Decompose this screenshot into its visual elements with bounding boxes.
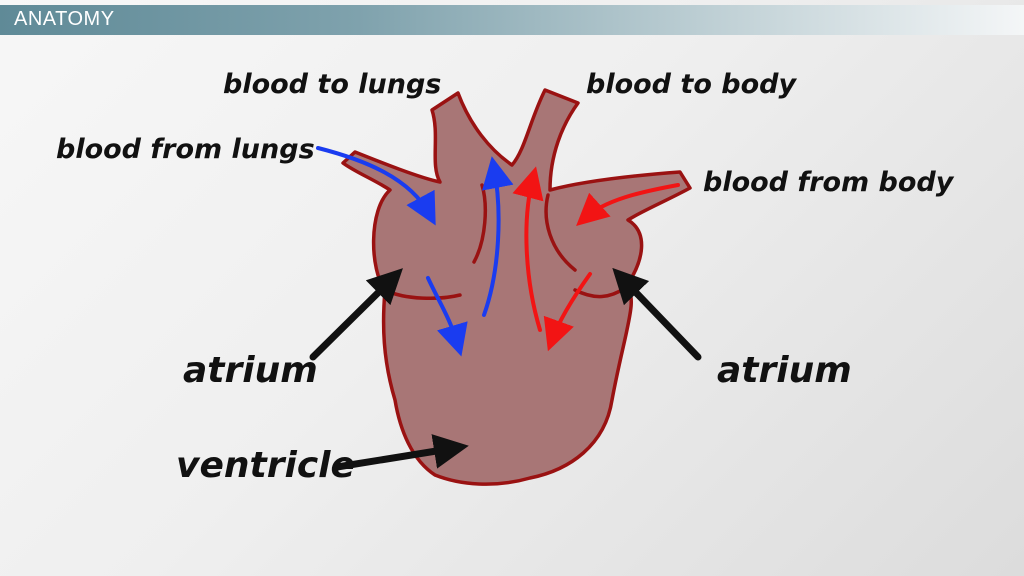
blue-arrow-inflow xyxy=(316,146,436,226)
pulmonary-trunk-wall xyxy=(472,183,488,264)
red-arrow-up-to-body xyxy=(512,166,544,332)
heart-outline xyxy=(341,88,692,486)
label-blood-from-body: blood from body xyxy=(703,167,955,198)
aorta-wall xyxy=(544,193,577,272)
red-arrow-inflow xyxy=(576,183,680,227)
label-blood-to-lungs: blood to lungs xyxy=(223,69,441,100)
pointer-left-atrium xyxy=(309,268,403,361)
heart-shape xyxy=(341,88,692,486)
pointer-arrows xyxy=(309,267,702,471)
title-bar: ANATOMY xyxy=(0,5,1024,35)
slide-title: ANATOMY xyxy=(14,8,115,30)
pointer-right-atrium xyxy=(612,267,702,361)
label-atrium-left: atrium xyxy=(183,350,318,391)
blue-arrow-to-ventricle xyxy=(426,276,468,357)
pointer-ventricle xyxy=(333,434,469,471)
flow-arrows xyxy=(316,146,680,357)
label-ventricle: ventricle xyxy=(176,445,355,486)
red-arrow-to-ventricle xyxy=(543,272,592,352)
label-blood-from-lungs: blood from lungs xyxy=(56,134,315,165)
label-blood-to-body: blood to body xyxy=(586,69,797,100)
label-atrium-right: atrium xyxy=(717,350,852,391)
blue-arrow-up-to-lungs xyxy=(482,156,514,317)
